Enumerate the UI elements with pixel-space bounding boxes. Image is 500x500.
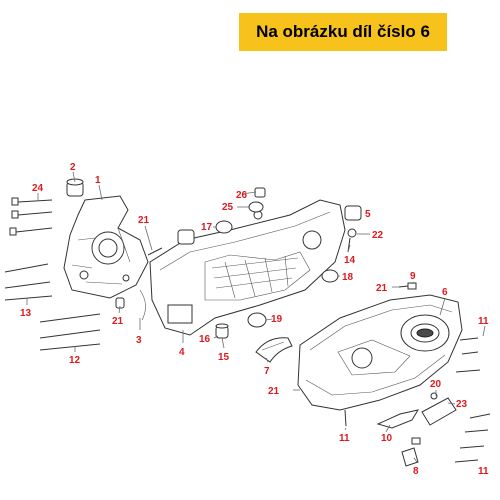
callout-10: 10 (381, 433, 393, 444)
part-20-23-clip (421, 392, 457, 426)
callout-26: 26 (236, 190, 248, 201)
part-19-oring (247, 312, 267, 328)
callout-labels: 1 2 3 4 5 6 7 8 9 10 11 11 11 12 13 14 1… (20, 162, 489, 477)
callout-18: 18 (342, 272, 354, 283)
callout-6: 6 (442, 287, 448, 298)
highlight-banner: Na obrázku díl číslo 6 (239, 13, 447, 51)
parts-25-26 (248, 187, 266, 213)
callout-2: 2 (70, 162, 76, 173)
callout-1: 1 (95, 175, 101, 186)
part-24-bolts (9, 197, 53, 236)
callout-7: 7 (264, 366, 270, 377)
part-2-bushing (66, 178, 84, 197)
part-13-studs (4, 263, 53, 301)
callout-23: 23 (456, 399, 468, 410)
callout-11-top: 11 (478, 316, 489, 327)
callout-9: 9 (410, 271, 416, 282)
banner-text: Na obrázku díl číslo 6 (256, 22, 430, 41)
callout-3: 3 (136, 335, 142, 346)
callout-11-right: 11 (478, 466, 489, 477)
part-17-seal (177, 220, 233, 245)
part-4-crankcase-right (149, 199, 346, 336)
part-15-16-plug (215, 323, 229, 339)
callout-8: 8 (413, 466, 419, 477)
callout-15: 15 (218, 352, 230, 363)
callout-25: 25 (222, 202, 234, 213)
callout-16: 16 (199, 334, 211, 345)
part-1-crankcase (63, 195, 149, 299)
part-10-bracket (376, 409, 420, 429)
part-14-22-bolt (347, 228, 357, 253)
part-6-cover (297, 294, 463, 411)
callout-17: 17 (201, 222, 213, 233)
callout-14: 14 (344, 255, 356, 266)
callout-19: 19 (271, 314, 283, 325)
part-7-duct (255, 337, 293, 363)
callout-5: 5 (365, 209, 371, 220)
callout-12: 12 (69, 355, 81, 366)
callout-20: 20 (430, 379, 442, 390)
callout-21-a: 21 (138, 215, 150, 226)
part-9-screw (398, 282, 417, 290)
leader-lines (26, 171, 486, 463)
callout-24: 24 (32, 183, 44, 194)
callout-22: 22 (372, 230, 384, 241)
part-8-bracket (401, 437, 421, 467)
callout-13: 13 (20, 308, 32, 319)
callout-21-b: 21 (112, 316, 124, 327)
part-18-oring (321, 269, 339, 283)
callout-4: 4 (179, 347, 185, 358)
part-5-bushing (344, 205, 362, 221)
callout-11-bottom: 11 (339, 433, 350, 444)
callout-21-d: 21 (268, 386, 280, 397)
part-12-studs (39, 313, 101, 351)
part-11-bolts (344, 337, 491, 463)
callout-21-c: 21 (376, 283, 388, 294)
